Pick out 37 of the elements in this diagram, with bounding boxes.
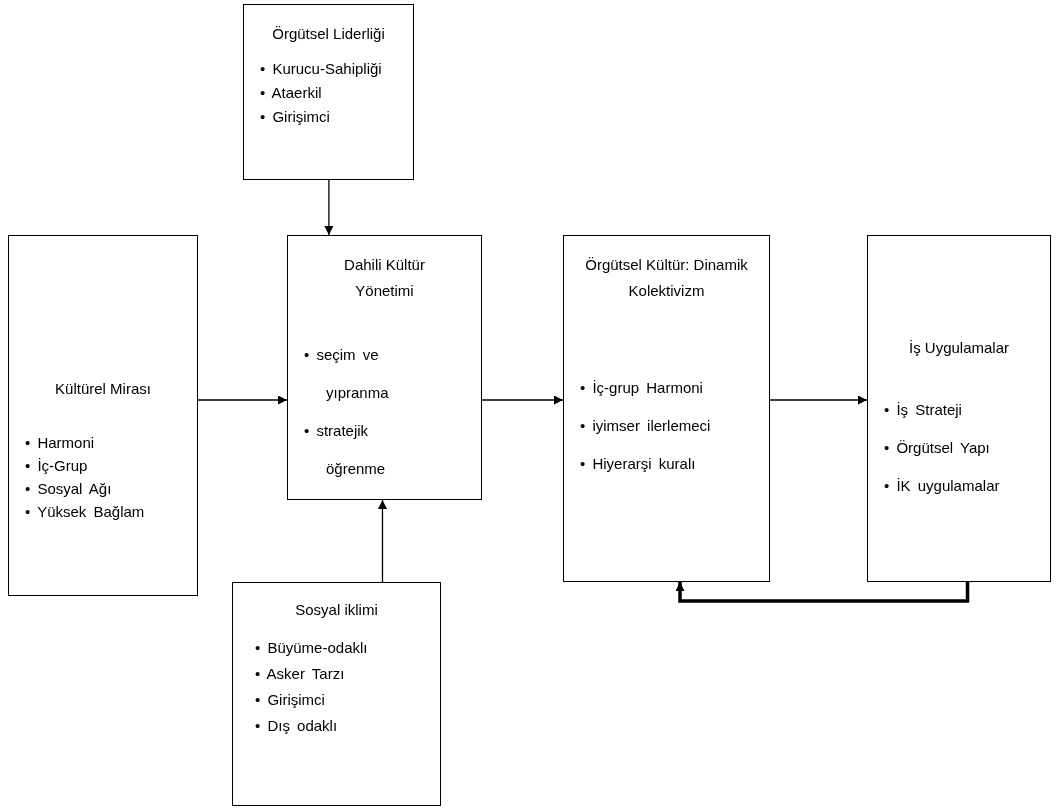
bullet-item: • Girişimci [255, 690, 326, 710]
bullet-item: • Büyüme-odaklı [255, 638, 369, 658]
arrow [675, 582, 970, 603]
arrow [324, 179, 334, 236]
arrow [769, 395, 868, 405]
bullet-item: • Harmoni [25, 433, 96, 453]
bullet-item: • Sosyal Ağı [25, 479, 113, 499]
bullet-item: • Yüksek Bağlam [25, 502, 146, 522]
arrow [481, 395, 564, 405]
bullet-item: • stratejik öğrenme [304, 421, 387, 479]
bullet-item: • Asker Tarzı [255, 664, 346, 684]
process-box [243, 4, 414, 180]
box-heading: Örgütsel Kültür: Dinamik Kolektivizm [584, 255, 749, 302]
arrow [378, 499, 387, 583]
box-heading: Sosyal iklimi [294, 600, 379, 620]
process-box [8, 235, 198, 596]
bullet-item: • Girişimci [260, 107, 331, 127]
bullet-item: • Kurucu-Sahipliği [260, 59, 383, 79]
bullet-item: • Ataerkil [260, 83, 323, 103]
process-box [563, 235, 770, 582]
process-box [287, 235, 482, 500]
bullet-item: • İK uygulamalar [884, 476, 1001, 496]
bullet-item: • İç-grup Harmoni [580, 378, 704, 398]
bullet-item: • Hiyerarşi kuralı [580, 454, 697, 474]
bullet-item: • iyimser ilerlemeci [580, 416, 712, 436]
bullet-item: • İç-Grup [25, 456, 89, 476]
bullet-item: • İş Strateji [884, 400, 963, 420]
process-box [867, 235, 1051, 582]
box-heading: Örgütsel Liderliği [271, 24, 386, 44]
arrow [197, 395, 288, 405]
process-box [232, 582, 441, 806]
box-heading: Dahili Kültür Yönetimi [343, 255, 426, 302]
bullet-item: • seçim ve yıpranma [304, 345, 390, 403]
bullet-item: • Örgütsel Yapı [884, 438, 991, 458]
bullet-item: • Dış odaklı [255, 716, 339, 736]
box-heading: Kültürel Mirası [54, 379, 152, 399]
box-heading: İş Uygulamalar [907, 338, 1010, 358]
